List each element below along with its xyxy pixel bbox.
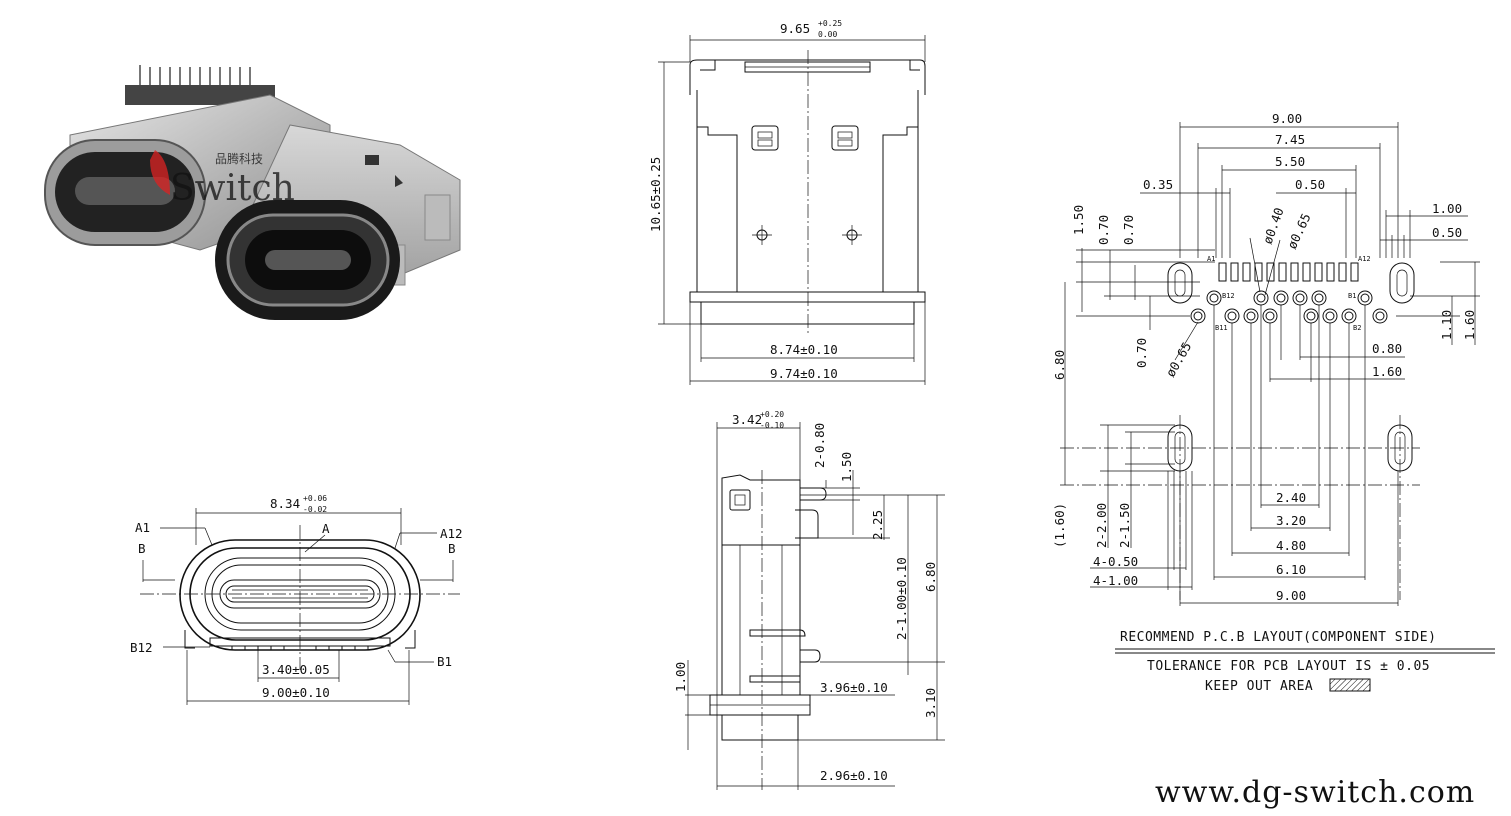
pcb-pin-a1: A1 [1207, 255, 1215, 263]
pcb-dim-2-150: 2-1.50 [1117, 503, 1132, 548]
pcb-dim-320: 3.20 [1276, 513, 1306, 528]
logo-cn: 品腾科技 [215, 151, 263, 166]
keep-out-hatch [1329, 678, 1371, 692]
front-height-label: 10.65±0.25 [648, 157, 663, 232]
pcb-phi-065-a: ø0.65 [1284, 211, 1314, 251]
side-dim-396: 3.96±0.10 [820, 680, 888, 695]
pcb-dim-110: 1.10 [1439, 310, 1454, 340]
pcb-dim-050-r: 0.50 [1432, 225, 1462, 240]
pcb-dim-150-l: 1.50 [1071, 205, 1086, 235]
side-dim-2-080: 2-0.80 [812, 423, 827, 468]
side-view: 3.42 +0.20 -0.10 2-0.80 1.50 2.25 2- [673, 410, 945, 790]
side-dim-310: 3.10 [923, 688, 938, 718]
front-width-tol-plus: +0.25 [818, 19, 842, 28]
front-width-label: 9.65 [780, 21, 810, 36]
pcb-pad-row-a [1218, 262, 1359, 282]
end-label-a: A [322, 521, 330, 536]
end-label-a12: A12 [440, 526, 463, 541]
end-label-b-left: B [138, 541, 146, 556]
logo-text: Switch [170, 168, 295, 209]
pcb-dim-240: 2.40 [1276, 490, 1306, 505]
end-label-b1: B1 [437, 654, 452, 669]
end-width-label: 8.34 [270, 496, 300, 511]
end-label-b12: B12 [130, 640, 153, 655]
note-keep-out: KEEP OUT AREA [1205, 679, 1313, 694]
website-url: www.dg-switch.com [1155, 775, 1475, 810]
pcb-dim-035: 0.35 [1143, 177, 1173, 192]
note-tolerance: TOLERANCE FOR PCB LAYOUT IS ± 0.05 [1147, 659, 1430, 674]
pcb-dim-080: 0.80 [1372, 341, 1402, 356]
connector-front [215, 124, 461, 320]
pcb-dim-100-r: 1.00 [1432, 201, 1462, 216]
side-depth-tol-minus: -0.10 [760, 421, 784, 430]
pcb-dim-160-r: 1.60 [1462, 310, 1477, 340]
end-view: 8.34 +0.06 -0.02 A1 A A12 B B [130, 494, 463, 705]
end-width-tol-minus: -0.02 [303, 505, 327, 514]
note-recommend: RECOMMEND P.C.B LAYOUT(COMPONENT SIDE) [1120, 630, 1436, 645]
brand-logo: Switch 品腾科技 [150, 150, 295, 209]
side-depth-label: 3.42 [732, 412, 762, 427]
side-depth-tol-plus: +0.20 [760, 410, 784, 419]
pcb-dim-900-top: 9.00 [1272, 111, 1302, 126]
side-dim-296: 2.96±0.10 [820, 768, 888, 783]
pcb-pin-b11: B11 [1215, 324, 1228, 332]
front-inner-width: 8.74±0.10 [770, 342, 838, 357]
pcb-dim-610: 6.10 [1276, 562, 1306, 577]
end-label-b-right: B [448, 541, 456, 556]
product-photo: Switch 品腾科技 [44, 65, 461, 320]
pcb-dim-4-050: 4-0.50 [1093, 554, 1138, 569]
end-pin-span: 3.40±0.05 [262, 662, 330, 677]
side-dim-2-100: 2-1.00±0.10 [894, 557, 909, 640]
pcb-dim-160-paren: (1.60) [1052, 503, 1067, 548]
pcb-dim-4-100: 4-1.00 [1093, 573, 1138, 588]
end-label-a1: A1 [135, 520, 150, 535]
pcb-via-row-b [1190, 290, 1388, 324]
pcb-pin-b12: B12 [1222, 292, 1235, 300]
front-view: 9.65 +0.25 0.00 10.65±0.25 [648, 19, 926, 385]
pcb-dim-2-200: 2-2.00 [1094, 503, 1109, 548]
pcb-phi-065-b: ø0.65 [1163, 339, 1195, 379]
side-dim-150: 1.50 [839, 452, 854, 482]
pcb-dim-480: 4.80 [1276, 538, 1306, 553]
pcb-pin-a12: A12 [1358, 255, 1371, 263]
side-dim-680: 6.80 [923, 562, 938, 592]
pcb-dim-680: 6.80 [1052, 350, 1067, 380]
pcb-pin-b2: B2 [1353, 324, 1361, 332]
pcb-dim-070-a: 0.70 [1096, 215, 1111, 245]
front-outer-width: 9.74±0.10 [770, 366, 838, 381]
pcb-phi-040: ø0.40 [1260, 206, 1287, 247]
front-width-tol-minus: 0.00 [818, 30, 837, 39]
pcb-dim-160: 1.60 [1372, 364, 1402, 379]
pcb-dim-050: 0.50 [1295, 177, 1325, 192]
pcb-pin-b1: B1 [1348, 292, 1356, 300]
pcb-dim-070-l: 0.70 [1134, 338, 1149, 368]
pcb-layout: 9.00 7.45 5.50 0.35 0.50 1.00 0.50 1.50 … [1052, 111, 1495, 694]
pcb-dim-070-b: 0.70 [1121, 215, 1136, 245]
end-total-width: 9.00±0.10 [262, 685, 330, 700]
side-dim-100: 1.00 [673, 662, 688, 692]
end-width-tol-plus: +0.06 [303, 494, 327, 503]
pcb-dim-745: 7.45 [1275, 132, 1305, 147]
pcb-dim-900-bottom: 9.00 [1276, 588, 1306, 603]
side-dim-225: 2.25 [870, 510, 885, 540]
pcb-dim-550: 5.50 [1275, 154, 1305, 169]
